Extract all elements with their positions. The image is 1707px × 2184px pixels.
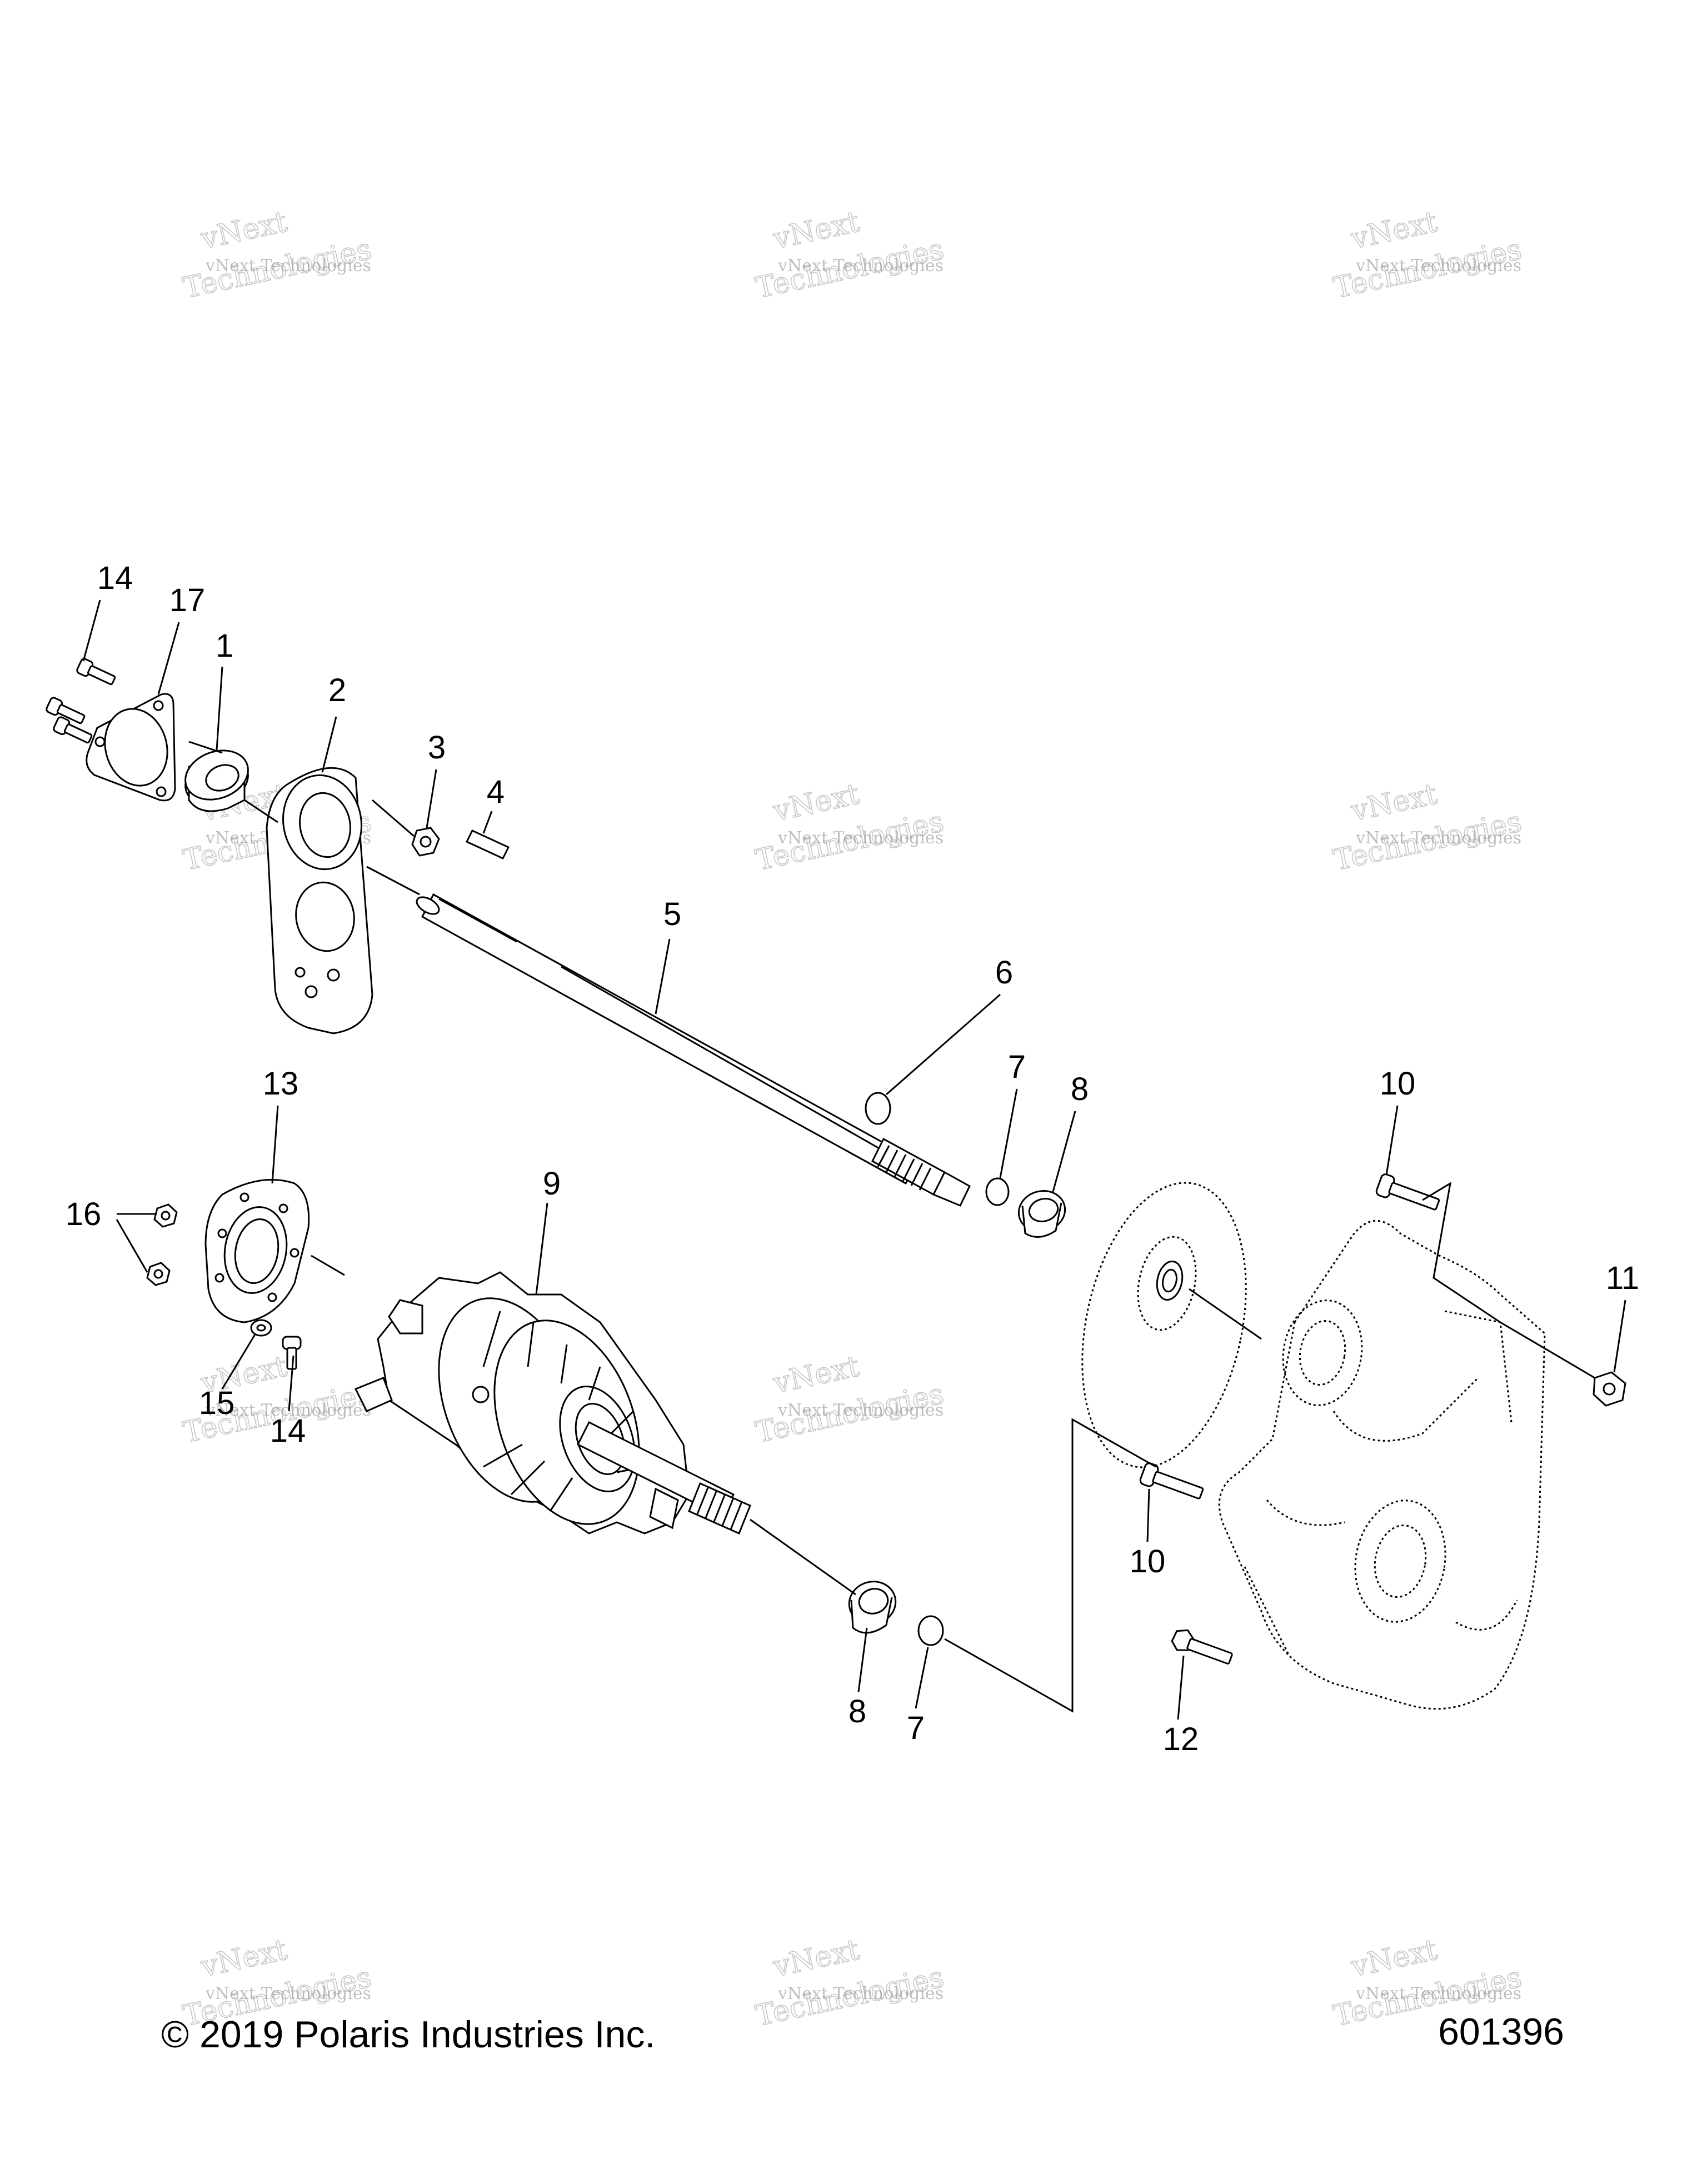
watermark-text: vNext (770, 1350, 862, 1400)
nut (411, 827, 440, 857)
nut (1593, 1371, 1626, 1407)
callout-label: 8 (848, 1693, 866, 1730)
flange-plate (86, 693, 176, 802)
drive-shaft (416, 893, 971, 1207)
watermark-mid-center: vNext vNext Technologies Technologies (752, 777, 947, 878)
callout-label: 9 (543, 1166, 561, 1202)
callout-label: 7 (1008, 1049, 1026, 1085)
watermark-text: vNext Technologies (1355, 256, 1521, 276)
bolt (53, 716, 93, 744)
watermark-text: vNext (1348, 205, 1440, 256)
bolt (76, 658, 116, 686)
bearing (184, 749, 249, 812)
watermark-text: vNext Technologies (777, 256, 944, 276)
callout-label: 10 (1380, 1066, 1416, 1102)
watermark-text: vNext Technologies (205, 1984, 371, 2003)
o-ring (917, 1615, 944, 1646)
chaincase-housing (1218, 1220, 1546, 1710)
nut (153, 1203, 178, 1228)
watermark-top-right: vNext vNext Technologies Technologies (1330, 205, 1525, 306)
watermark-text: vNext (198, 1933, 290, 1983)
watermark-text: vNext (770, 1933, 862, 1983)
bolt (1139, 1462, 1204, 1500)
nut (146, 1262, 171, 1286)
copyright-text: © 2019 Polaris Industries Inc. (161, 2013, 655, 2056)
bolt (1171, 1629, 1233, 1665)
bolt-group-14 (46, 658, 116, 744)
watermark-low-center: vNext vNext Technologies Technologies (752, 1350, 947, 1450)
callout-label: 4 (487, 774, 505, 810)
callout-label: 10 (1130, 1543, 1166, 1580)
leader-lines (82, 599, 1626, 1720)
watermarks: vNext vNext Technologies Technologies vN… (180, 205, 1525, 2033)
callout-label: 14 (97, 560, 133, 596)
callout-label: 14 (270, 1413, 306, 1449)
callout-label: 17 (169, 582, 206, 618)
callout-label: 7 (907, 1710, 925, 1746)
watermark-text: vNext (1348, 777, 1440, 828)
bearing-race (848, 1581, 897, 1634)
callout-label: 5 (663, 896, 681, 932)
watermark-text: vNext (1348, 1933, 1440, 1983)
callout-label: 13 (263, 1066, 299, 1102)
bearing-race (1017, 1190, 1066, 1238)
watermark-text: vNext (198, 205, 290, 256)
bolt (282, 1336, 302, 1370)
key (465, 829, 510, 859)
figure-number: 601396 (1438, 2011, 1564, 2053)
watermark-text: vNext Technologies (777, 828, 944, 848)
chain-sprocket (1081, 1182, 1247, 1468)
watermark-bottom-center: vNext vNext Technologies Technologies (752, 1933, 947, 2033)
watermark-text: vNext (770, 205, 862, 256)
bolt (46, 697, 86, 724)
callout-labels: 14 17 1 2 3 4 5 6 7 8 10 11 13 16 9 15 1… (66, 560, 1639, 1757)
watermark-text: vNext Technologies (205, 1401, 371, 1420)
callout-label: 3 (428, 729, 446, 766)
watermark-text: vNext Technologies (777, 1401, 944, 1420)
callout-label: 8 (1071, 1071, 1089, 1107)
watermark-text: vNext Technologies (1355, 828, 1521, 848)
callout-label: 2 (328, 672, 346, 708)
track-drive-sprocket (354, 1271, 690, 1535)
callout-label: 15 (199, 1385, 235, 1421)
callout-label: 11 (1606, 1260, 1639, 1296)
watermark-text: vNext (770, 777, 862, 828)
driven-shaft (576, 1421, 751, 1535)
watermark-top-left: vNext vNext Technologies Technologies (180, 205, 375, 306)
o-ring (985, 1177, 1010, 1206)
watermark-text: vNext Technologies (205, 256, 371, 276)
bearing-flange (204, 1178, 310, 1323)
watermark-mid-right: vNext vNext Technologies Technologies (1330, 777, 1525, 878)
callout-label: 1 (216, 628, 233, 664)
callout-label: 12 (1163, 1721, 1199, 1757)
o-ring (865, 1092, 891, 1125)
watermark-text: vNext Technologies (1355, 1984, 1521, 2003)
bolt (1375, 1173, 1440, 1211)
watermark-top-center: vNext vNext Technologies Technologies (752, 205, 947, 306)
seal-plate (266, 767, 373, 1034)
washer (250, 1319, 272, 1337)
watermark-text: vNext Technologies (777, 1984, 944, 2003)
callout-label: 16 (66, 1196, 102, 1232)
callout-label: 6 (995, 954, 1013, 991)
